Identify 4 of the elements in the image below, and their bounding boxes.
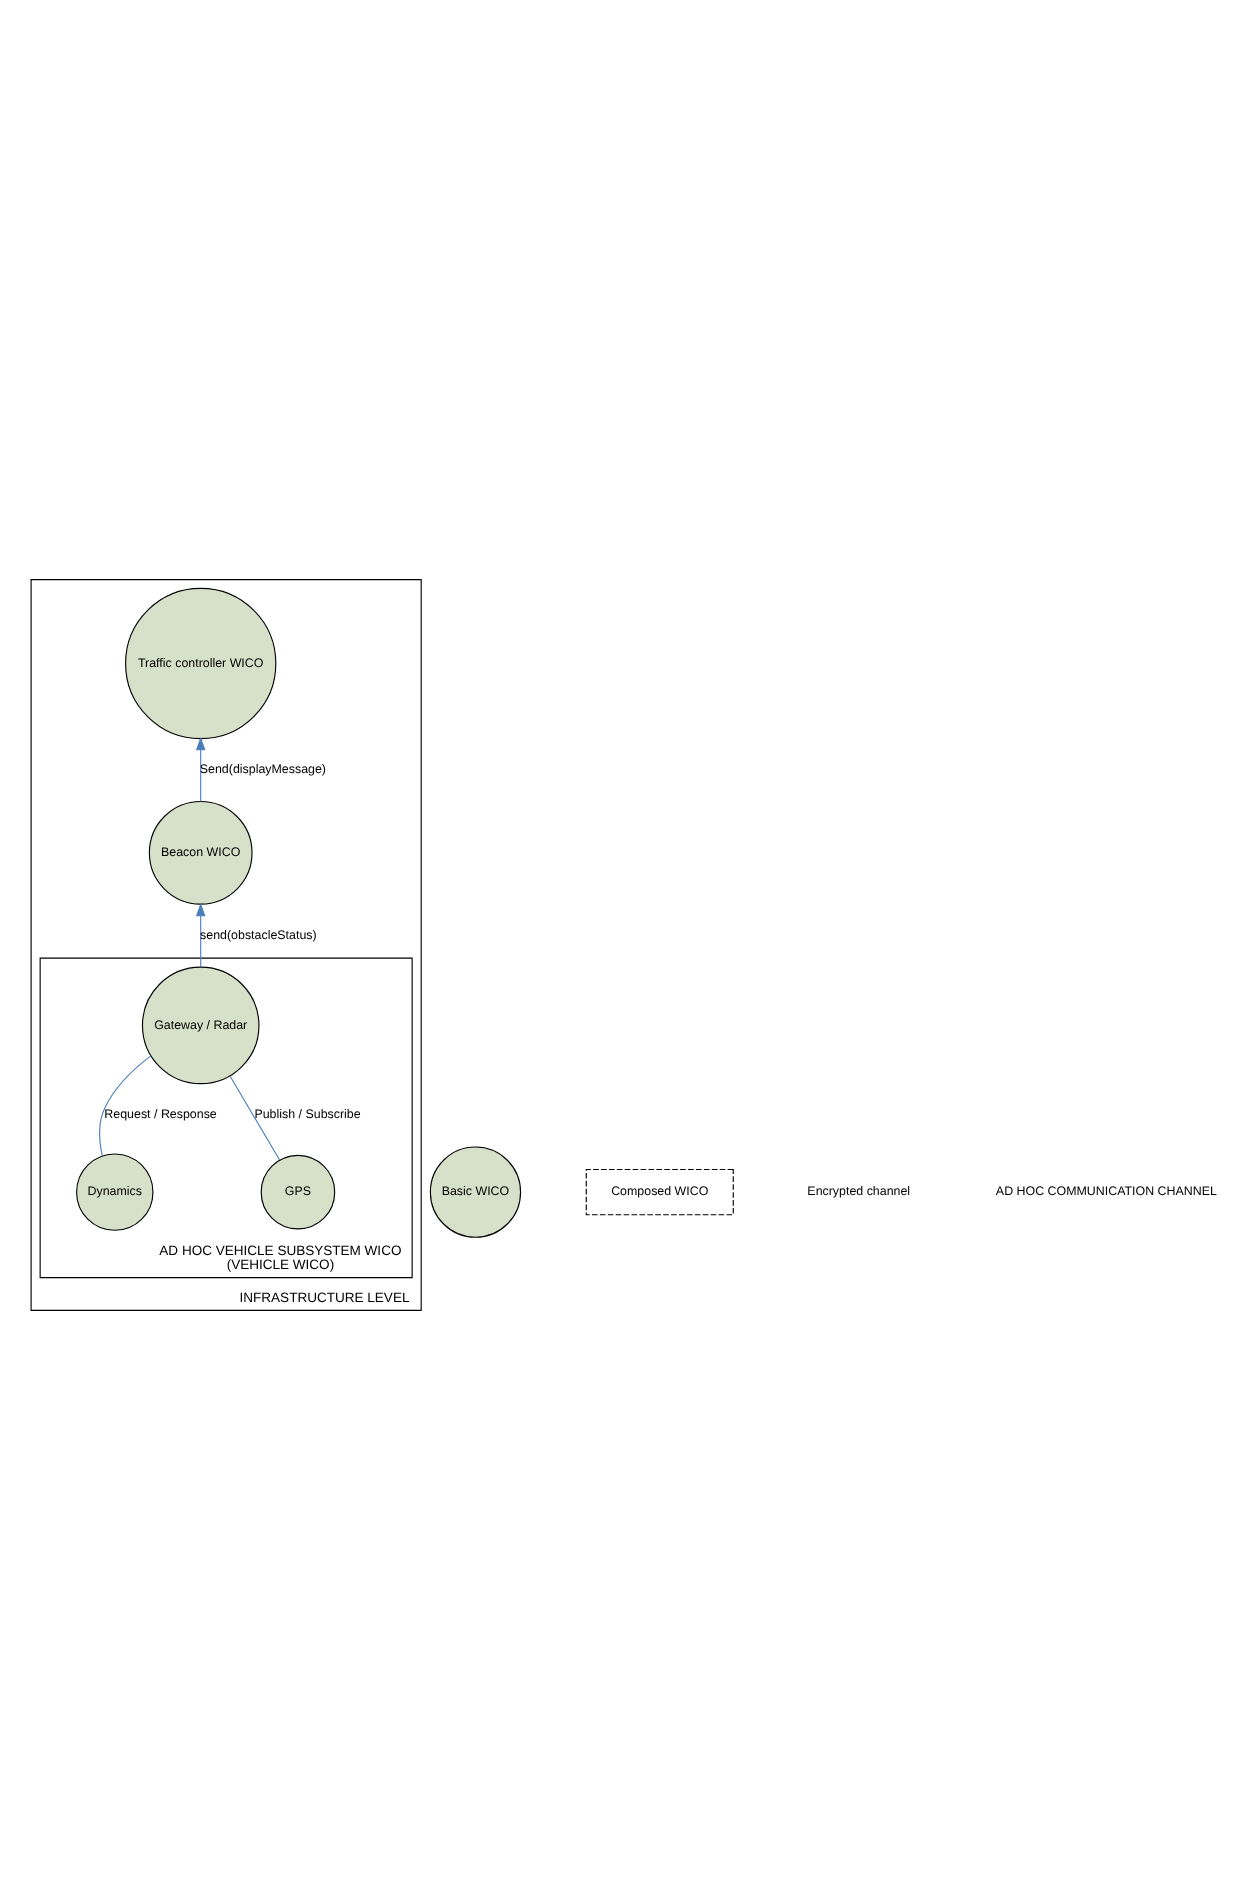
arrow xyxy=(195,735,206,802)
arrow xyxy=(195,901,206,967)
connector xyxy=(99,1054,152,1156)
connector xyxy=(229,1074,281,1160)
